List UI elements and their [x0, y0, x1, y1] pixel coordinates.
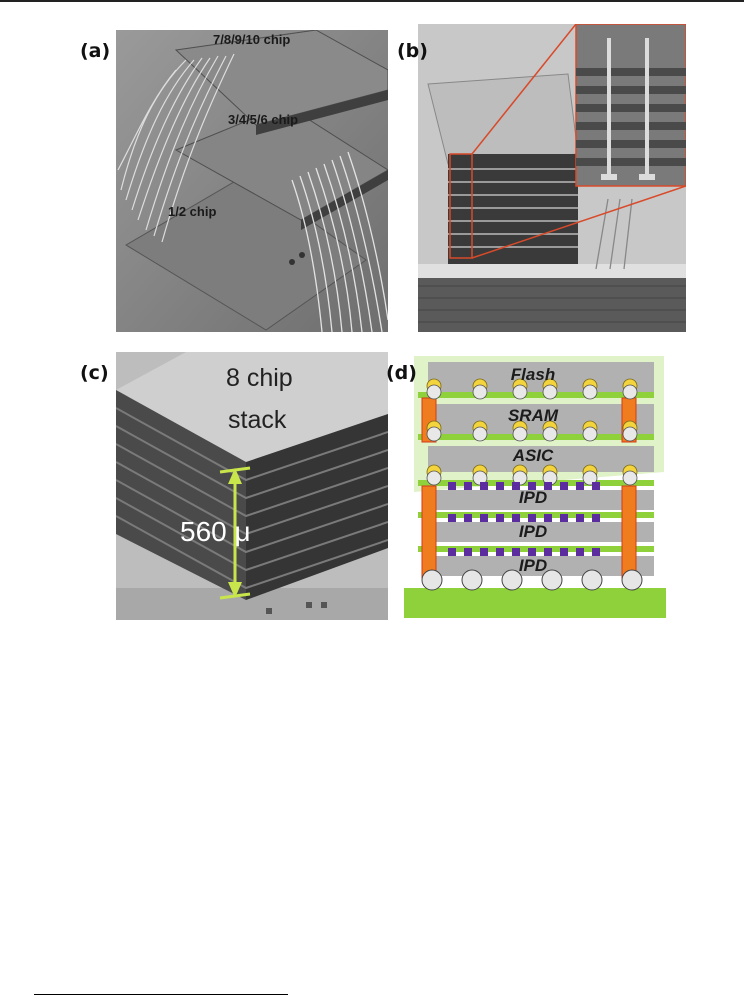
panel-d-diagram: Flash SRAM ASIC IPD IPD IPD: [402, 352, 668, 620]
layer-ipd-3: IPD: [519, 556, 547, 576]
page-top-rule: [0, 0, 744, 2]
label-stack: stack: [228, 406, 286, 435]
label-3-4-5-6-chip: 3/4/5/6 chip: [228, 112, 298, 127]
panel-c-photo: 8 chip stack 560 μ: [116, 352, 388, 620]
layer-asic: ASIC: [513, 446, 554, 466]
panel-b-label: (b): [397, 42, 428, 61]
label-8-chip: 8 chip: [226, 364, 293, 393]
label-7-8-9-10-chip: 7/8/9/10 chip: [213, 32, 290, 47]
footnote-rule: [34, 994, 288, 995]
layer-ipd-2: IPD: [519, 522, 547, 542]
label-1-2-chip: 1/2 chip: [168, 204, 216, 219]
layer-flash: Flash: [511, 365, 555, 385]
panel-c-label: (c): [80, 364, 109, 383]
panel-b-photo: [418, 24, 686, 332]
layer-ipd-1: IPD: [519, 488, 547, 508]
panel-d-label: (d): [386, 364, 417, 383]
panel-a-photo: 7/8/9/10 chip 3/4/5/6 chip 1/2 chip: [116, 30, 388, 332]
layer-sram: SRAM: [508, 406, 558, 426]
panel-a-label: (a): [80, 42, 110, 61]
label-560-micron: 560 μ: [180, 516, 251, 548]
